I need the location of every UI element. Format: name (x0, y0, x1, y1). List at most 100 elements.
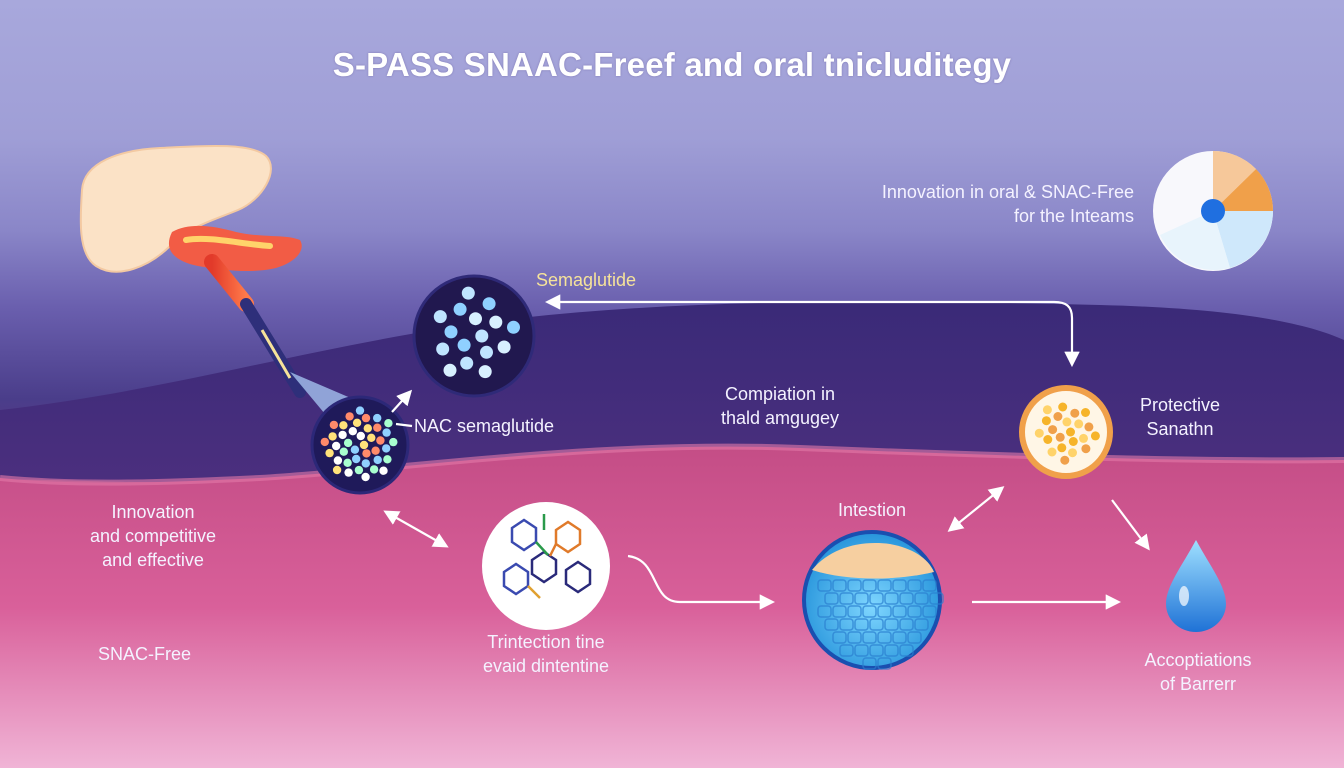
cell-segment (899, 618, 914, 631)
molecule-dot (356, 431, 365, 441)
cell-segment (847, 579, 862, 592)
molecule-dot (320, 437, 329, 447)
molecule-dot (444, 325, 458, 339)
molecule-dot (348, 427, 357, 436)
protective-cell-icon (1019, 385, 1113, 479)
molecule-dot (361, 472, 370, 482)
arrow-nac-pointer (395, 422, 413, 428)
molecule-dot (333, 456, 343, 465)
molecule-dot (325, 448, 334, 458)
label-line: Trintection tine (487, 632, 605, 652)
molecule-dot (361, 459, 370, 468)
molecule-dot (469, 312, 482, 326)
molecule-cluster-icon (412, 274, 536, 398)
label-acceptations: Accoptiations of Barrerr (1126, 648, 1270, 696)
cell-segment (862, 631, 877, 644)
molecule-dot (1057, 443, 1067, 453)
molecule-dot (1060, 455, 1070, 465)
molecule-dot (379, 466, 388, 475)
label-line: for the Inteams (1013, 206, 1134, 226)
molecule-dot (1034, 428, 1044, 438)
molecule-dot (1081, 444, 1091, 454)
cell-segment (869, 644, 884, 657)
molecule-dot (373, 413, 382, 423)
cell-segment (929, 592, 944, 605)
molecule-dot (373, 423, 382, 432)
cell-segment (854, 618, 869, 631)
intestine-cell-icon (802, 530, 944, 670)
molecule-dot (371, 446, 380, 455)
arrow-semaglutide-loop (544, 294, 1080, 368)
molecule-dot (1068, 437, 1078, 446)
cell-segment (922, 605, 937, 618)
molecule-dot (329, 420, 339, 430)
molecule-dot (1043, 435, 1053, 444)
label-innovation-competitive: Innovation and competitive and effective (66, 500, 240, 572)
cell-segment (839, 644, 854, 657)
arrow-to-intestine-cell (627, 554, 776, 610)
molecule-dot (338, 430, 347, 440)
molecule-dot (461, 286, 475, 300)
cell-segment (847, 631, 862, 644)
molecule-dot (359, 440, 369, 450)
cell-segment (907, 631, 922, 644)
cell-segment (854, 644, 869, 657)
molecule-dot (339, 447, 348, 456)
water-droplet-icon (1166, 540, 1226, 632)
arrow-to-chemical-structure (383, 510, 449, 548)
molecule-dot (384, 419, 393, 428)
molecule-dot (1068, 448, 1077, 458)
cell-segment (832, 605, 847, 618)
label-line: Accoptiations (1144, 650, 1252, 670)
label-snac-free: SNAC-Free (98, 644, 192, 664)
molecule-dot (489, 315, 503, 329)
cell-segment (824, 592, 839, 605)
molecule-dot (345, 412, 354, 421)
stomach-icon (79, 144, 302, 273)
cell-segment (862, 579, 877, 592)
molecule-dot (453, 302, 467, 316)
cell-segment (862, 605, 877, 618)
molecule-dot (1084, 422, 1094, 432)
molecule-dot (352, 454, 361, 464)
molecule-dot (1053, 412, 1063, 421)
cell-segment (847, 605, 862, 618)
molecule-dot (382, 428, 391, 437)
cell-segment (892, 631, 907, 644)
cell-segment (854, 592, 869, 605)
molecule-dot (1062, 417, 1072, 427)
molecule-dot (1070, 408, 1080, 418)
cell-segment (892, 605, 907, 618)
label-compiation: Compiation in thald amgugey (700, 382, 860, 430)
cell-segment (884, 618, 899, 631)
molecule-dot (1079, 433, 1088, 443)
cell-segment (914, 618, 929, 631)
cell-segment (884, 644, 899, 657)
pie-chart-icon (1153, 150, 1274, 271)
label-line: evaid dintentine (482, 656, 610, 676)
label-line: Innovation (111, 502, 195, 522)
cell-segment (869, 618, 884, 631)
molecule-dot (339, 421, 348, 430)
cell-segment (839, 592, 854, 605)
cell-segment (884, 592, 899, 605)
molecule-dot (361, 413, 371, 423)
page-title: S-PASS SNAAC-Freef and oral tnicluditegy (332, 46, 1012, 83)
molecule-dot (1074, 419, 1084, 429)
cell-segment (817, 605, 832, 618)
flow-arrows (383, 294, 1150, 610)
molecule-dot (457, 338, 471, 352)
cell-segment (877, 657, 892, 670)
label-line: thald amgugey (720, 408, 840, 428)
cell-segment (832, 631, 847, 644)
cell-segment (862, 657, 877, 670)
arrow-intestine-protective (947, 486, 1005, 532)
nac-molecule-icon (310, 395, 410, 495)
molecule-dot (1048, 425, 1058, 435)
cell-segment (899, 592, 914, 605)
tissue-layer (0, 446, 1344, 768)
cell-segment (877, 579, 892, 592)
molecule-dot (436, 342, 450, 356)
label-line: Compiation in (724, 384, 836, 404)
label-line: Sanathn (1146, 419, 1214, 439)
